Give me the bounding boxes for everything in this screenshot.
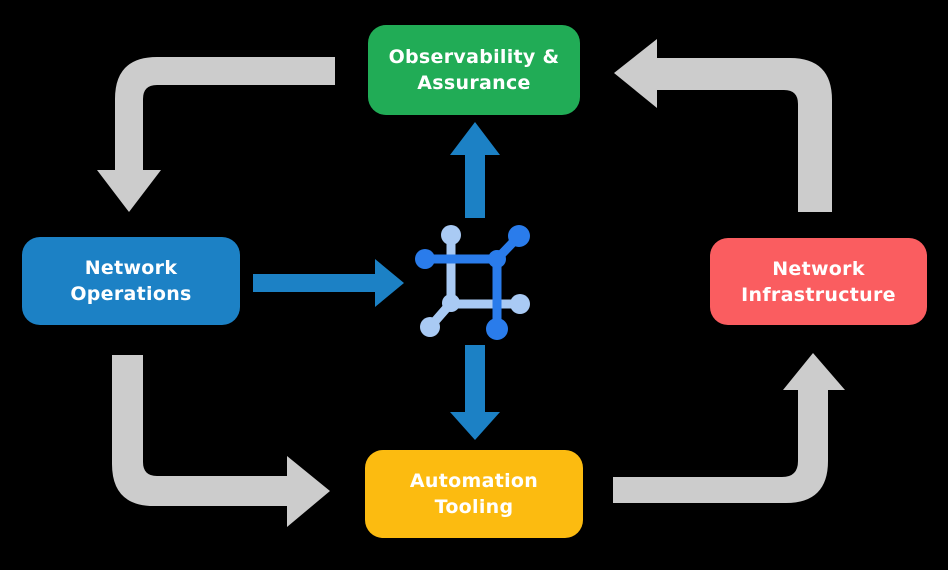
arrow-center-to-observability [450,122,500,218]
node-network-operations: Network Operations [22,237,240,325]
arrow-center-to-tooling [450,345,500,440]
node-observability-assurance: Observability & Assurance [368,25,580,115]
arrow-operations-to-center [253,259,404,307]
node-network-infrastructure: Network Infrastructure [710,238,927,325]
network-fabric-icon-light-nodes [420,225,530,337]
network-fabric-icon-dark-nodes [415,225,530,340]
arrow-tooling-to-infrastructure [613,353,845,503]
network-fabric-icon [415,225,530,340]
node-automation-tooling: Automation Tooling [365,450,583,538]
arrow-operations-to-tooling [112,355,330,527]
arrow-observability-to-operations [97,57,335,212]
arrow-infrastructure-to-observability [614,39,832,212]
